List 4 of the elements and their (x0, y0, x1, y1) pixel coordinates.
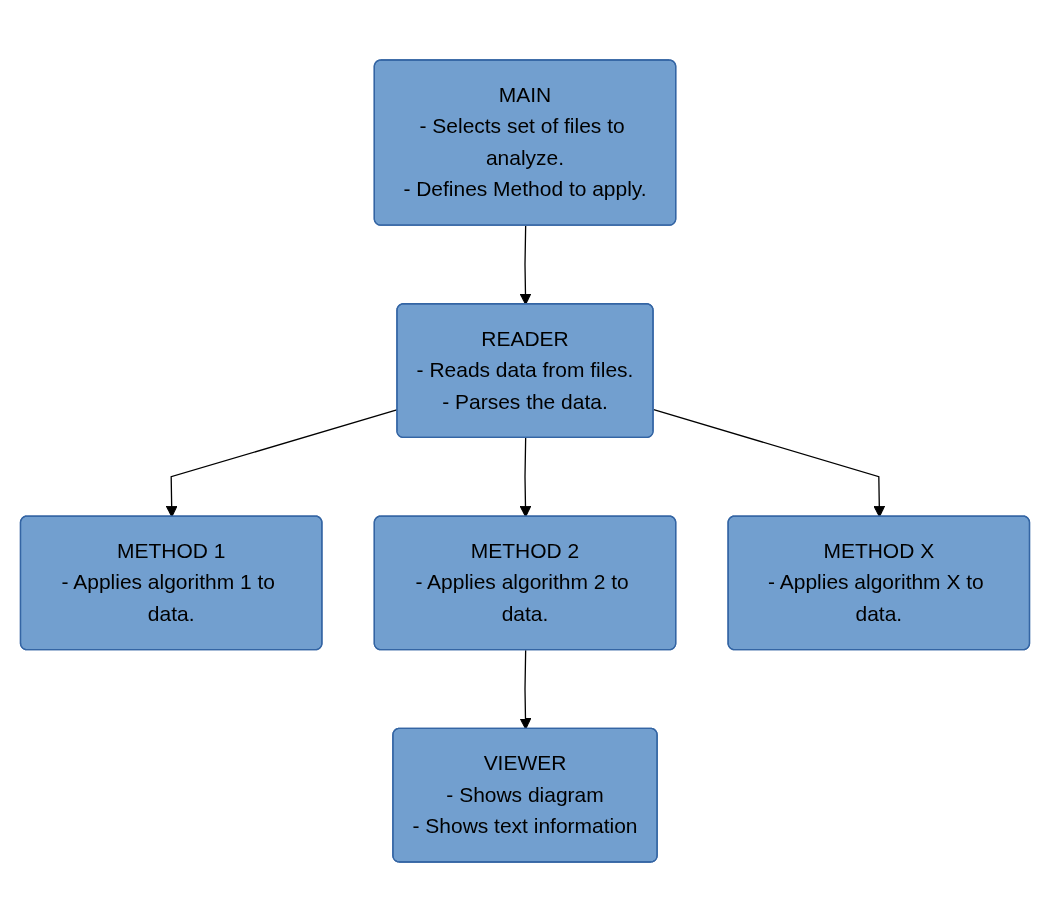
arrow (519, 436, 532, 517)
arrow (653, 408, 886, 517)
arrow (519, 649, 532, 729)
arrow (519, 224, 532, 305)
